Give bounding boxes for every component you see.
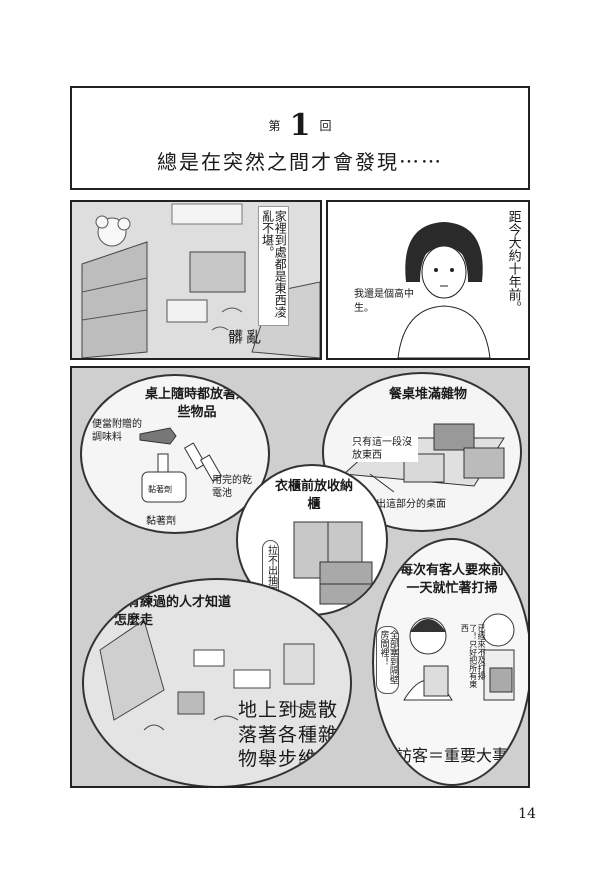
floor-circle: 只有練過的人才知道怎麼走 地上到處散落著各種雜物舉步維艱 [82, 578, 352, 786]
girl-narration: 距今大約十年前。 [505, 210, 521, 314]
chapter-number: 1 [289, 108, 311, 143]
room-sfx: 髒亂 [228, 328, 265, 346]
guests-heading: 每次有客人要來前一天就忙著打掃 [399, 563, 504, 596]
table-heading: 餐桌堆滿雜物 [388, 387, 467, 402]
desk-note-battery: 用完的乾電池 [212, 475, 252, 499]
desk-note-glue: 黏著劑 [146, 516, 176, 527]
chapter-title: 總是在突然之間才會發現⋯⋯ [157, 150, 443, 174]
girl-illustration [397, 222, 491, 358]
guests-speech-left: 全部塞到隔壁房間裡！ [376, 626, 399, 694]
closet-illustration [293, 521, 373, 605]
clutter-panel: 桌上隨時都放著這些物品 便當附贈的調味料 用完的乾電池 黏著劑 黏著劑 餐桌堆滿… [70, 366, 530, 788]
closet-heading: 衣櫃前放收納櫃 [274, 479, 353, 512]
guests-illustration [403, 613, 515, 701]
guests-caption: 訪客＝重要大事 [395, 746, 508, 765]
desk-items-illustration [139, 427, 223, 503]
floor-heading: 只有練過的人才知道怎麼走 [114, 595, 232, 628]
room-panel: 家裡到處都是東西凌亂不堪。 髒亂 [70, 200, 322, 360]
floor-caption: 地上到處散落著各種雜物舉步維艱 [237, 699, 338, 771]
chapter-suffix: 回 [319, 119, 332, 133]
title-panel: 第 1 回 總是在突然之間才會發現⋯⋯ [70, 86, 530, 190]
table-note-space: 只有這一段沒放東西 [352, 436, 418, 462]
chapter-prefix: 第 [268, 119, 281, 133]
floor-illustration [99, 619, 315, 731]
page-number: 14 [518, 806, 536, 822]
desk-glue-label: 黏著劑 [148, 485, 172, 494]
girl-panel: 距今大約十年前。 我還是個高中生。 [326, 200, 530, 360]
chapter-label: 第 1 回 [72, 108, 528, 143]
room-caption: 家裡到處都是東西凌亂不堪。 [258, 206, 290, 326]
desk-circle: 桌上隨時都放著這些物品 便當附贈的調味料 用完的乾電池 黏著劑 黏著劑 [80, 374, 270, 534]
guests-circle: 每次有客人要來前一天就忙著打掃 全部塞到隔壁房間裡！ 已經來不及打掃了！只好把所… [372, 538, 528, 786]
desk-note-seasoning: 便當附贈的調味料 [92, 419, 142, 443]
guests-speech-right: 已經來不及打掃了！只好把所有東西 [460, 624, 487, 688]
desk-heading: 桌上隨時都放著這些物品 [144, 387, 249, 420]
girl-speech: 我還是個高中生。 [354, 289, 414, 314]
